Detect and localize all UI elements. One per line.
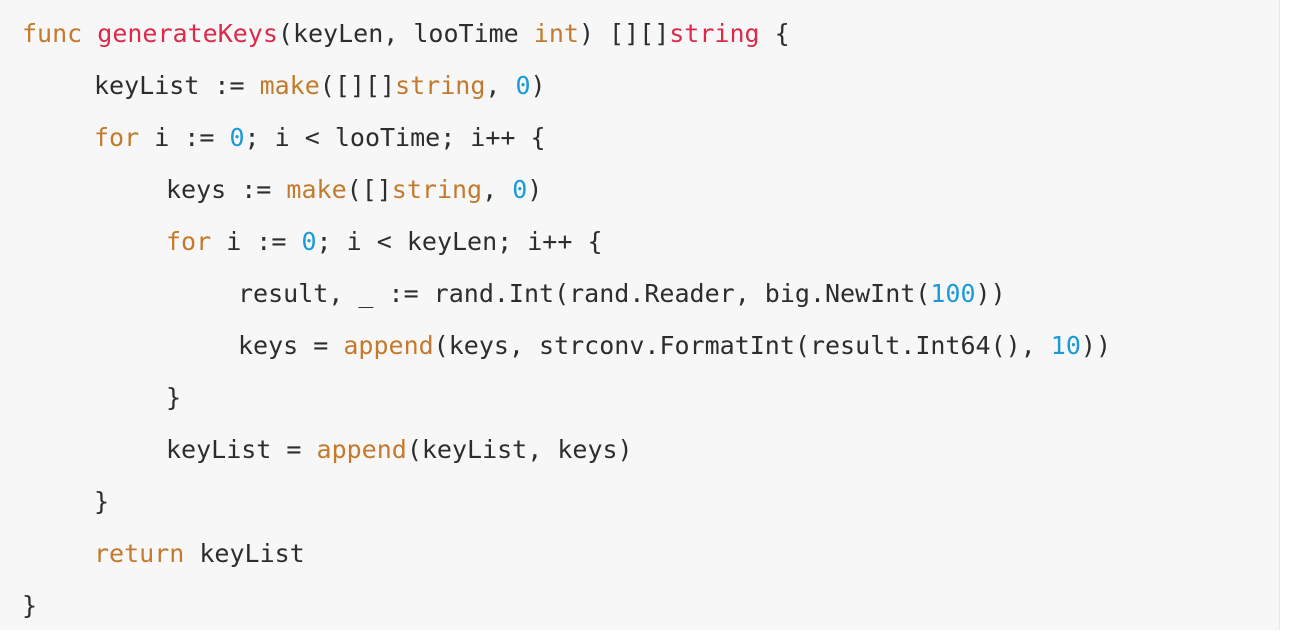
code-token: return [94, 539, 185, 568]
code-token: ; i < keyLen; i++ { [316, 227, 603, 256]
code-token: 0 [515, 71, 531, 100]
code-line: } [22, 372, 1111, 424]
code-token: )) [1080, 331, 1111, 360]
code-token: for [94, 123, 140, 152]
code-token: keys := [166, 175, 287, 204]
code-line: } [22, 476, 1111, 528]
code-token: (keyLen, looTime [277, 19, 534, 48]
code-token: ) [][] [578, 19, 670, 48]
code-token: (keys, strconv.FormatInt(result.Int64(), [433, 331, 1051, 360]
code-token: i := [139, 123, 230, 152]
code-line: for i := 0; i < looTime; i++ { [22, 112, 1111, 164]
code-line: for i := 0; i < keyLen; i++ { [22, 216, 1111, 268]
code-token: func [22, 19, 83, 48]
code-token: i := [211, 227, 302, 256]
code-token: append [316, 435, 407, 464]
code-token: { [759, 19, 790, 48]
code-token: keyList := [94, 71, 260, 100]
code-line: keys := make([]string, 0) [22, 164, 1111, 216]
code-token: 0 [512, 175, 528, 204]
code-line: return keyList [22, 528, 1111, 580]
code-token: 10 [1050, 331, 1081, 360]
code-token: keys = [238, 331, 344, 360]
code-line: func generateKeys(keyLen, looTime int) [… [22, 8, 1111, 60]
code-token: string [391, 175, 483, 204]
code-token: , [485, 71, 516, 100]
code-line: keyList = append(keyList, keys) [22, 424, 1111, 476]
code-token: result, _ := rand.Int(rand.Reader, big.N… [238, 279, 931, 308]
code-token: int [533, 19, 579, 48]
code-token: ([] [346, 175, 392, 204]
code-token: , [482, 175, 513, 204]
code-token [82, 19, 97, 48]
code-token: } [166, 383, 182, 412]
code-token: } [94, 487, 110, 516]
code-listing: func generateKeys(keyLen, looTime int) [… [22, 8, 1111, 632]
code-token: ; i < looTime; i++ { [244, 123, 546, 152]
code-token: 0 [301, 227, 317, 256]
code-token: } [22, 591, 38, 620]
code-line: result, _ := rand.Int(rand.Reader, big.N… [22, 268, 1111, 320]
code-token: make [259, 71, 320, 100]
code-line: keys = append(keys, strconv.FormatInt(re… [22, 320, 1111, 372]
code-token: append [343, 331, 434, 360]
code-token: keyList [184, 539, 305, 568]
code-token: (keyList, keys) [406, 435, 633, 464]
code-token: string [395, 71, 486, 100]
code-token: ) [527, 175, 543, 204]
code-token: make [286, 175, 347, 204]
code-token: string [669, 19, 760, 48]
code-token: generateKeys [97, 19, 278, 48]
code-token: 0 [229, 123, 245, 152]
code-line: keyList := make([][]string, 0) [22, 60, 1111, 112]
code-token: 100 [930, 279, 976, 308]
code-token: ) [530, 71, 546, 100]
code-token: ([][] [319, 71, 396, 100]
code-line: } [22, 580, 1111, 632]
code-token: )) [975, 279, 1006, 308]
code-token: keyList = [166, 435, 317, 464]
code-token: for [166, 227, 212, 256]
